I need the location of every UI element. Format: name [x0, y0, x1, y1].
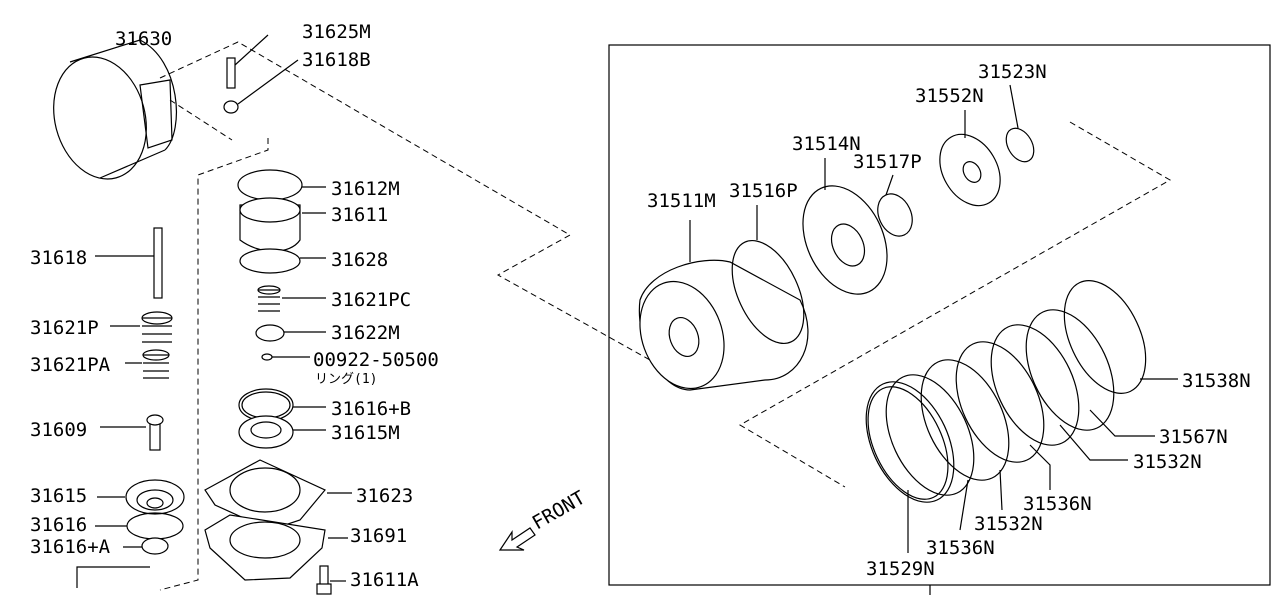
plate-31552N — [939, 110, 1001, 207]
label-31616: 31616 — [30, 514, 87, 536]
pin-31609 — [100, 414, 164, 451]
seal-31628 — [239, 248, 326, 274]
seal-31516P — [731, 205, 805, 345]
piston-31611 — [239, 197, 326, 252]
label-31616B: 31616+B — [331, 398, 411, 420]
label-31514N: 31514N — [792, 133, 861, 155]
front-label: FRONT — [529, 487, 590, 535]
label-31567N: 31567N — [1159, 426, 1228, 448]
label-31628: 31628 — [331, 249, 388, 271]
label-31621P: 31621P — [30, 317, 99, 339]
label-31552N: 31552N — [915, 85, 984, 107]
spring-31621PC — [257, 285, 326, 312]
retainer-31612M — [237, 169, 326, 201]
cover-31691 — [204, 514, 348, 581]
label-31615M: 31615M — [331, 422, 400, 444]
label-31618: 31618 — [30, 247, 87, 269]
label-31529N: 31529N — [866, 558, 935, 580]
label-31621PC: 31621PC — [331, 289, 411, 311]
piston-31514N — [802, 158, 888, 295]
band-31630 — [53, 39, 177, 180]
front-arrow-icon — [498, 527, 536, 551]
oring-31616B — [238, 388, 326, 422]
label-31691: 31691 — [350, 525, 407, 547]
label-31516P: 31516P — [729, 180, 798, 202]
label-31517P: 31517P — [853, 151, 922, 173]
label-31616A: 31616+A — [30, 536, 111, 558]
piston-31615 — [97, 479, 185, 515]
label-31611: 31611 — [331, 204, 388, 226]
dashed-guide-left — [159, 41, 651, 591]
seal-31616A — [123, 537, 169, 555]
label-31532N-a: 31532N — [1133, 451, 1202, 473]
label-31621PA: 31621PA — [30, 354, 111, 376]
cup-31622M — [255, 324, 326, 342]
label-31618B: 31618B — [302, 49, 371, 71]
label-31625M: 31625M — [302, 21, 371, 43]
label-31612M: 31612M — [331, 178, 400, 200]
bolt-31611A — [316, 565, 346, 595]
spring-31621P — [110, 311, 173, 343]
label-31536N-a: 31536N — [1023, 493, 1092, 515]
nut-31618B — [223, 59, 299, 114]
label-31615: 31615 — [30, 485, 87, 507]
label-31611A: 31611A — [350, 569, 419, 591]
label-31623: 31623 — [356, 485, 413, 507]
label-31630: 31630 — [115, 28, 172, 50]
label-31538N: 31538N — [1182, 370, 1251, 392]
label-31536N-b: 31536N — [926, 537, 995, 559]
spring-31621PA — [125, 349, 170, 379]
clutch-plates — [865, 280, 1178, 553]
leader-lower-left — [76, 566, 150, 588]
label-31532N-b: 31532N — [974, 513, 1043, 535]
gasket-31623 — [204, 459, 352, 531]
drum-31511M — [638, 220, 809, 391]
label-31609: 31609 — [30, 419, 87, 441]
label-31523N: 31523N — [978, 61, 1047, 83]
snap-ring-31523N — [1005, 84, 1035, 163]
seal-31517P — [877, 174, 913, 237]
ring-00922-50500 — [261, 353, 310, 361]
label-00922-50500: 00922-50500 — [313, 349, 439, 371]
piston-31615M — [238, 415, 326, 449]
label-31511M: 31511M — [647, 190, 716, 212]
label-ring-note: リング(1) — [315, 372, 377, 387]
clutch-assembly-frame — [608, 44, 1271, 586]
rod-31618 — [95, 227, 163, 299]
stud-31625M — [226, 34, 269, 89]
dashed-guide-right — [739, 121, 1172, 488]
label-31622M: 31622M — [331, 322, 400, 344]
